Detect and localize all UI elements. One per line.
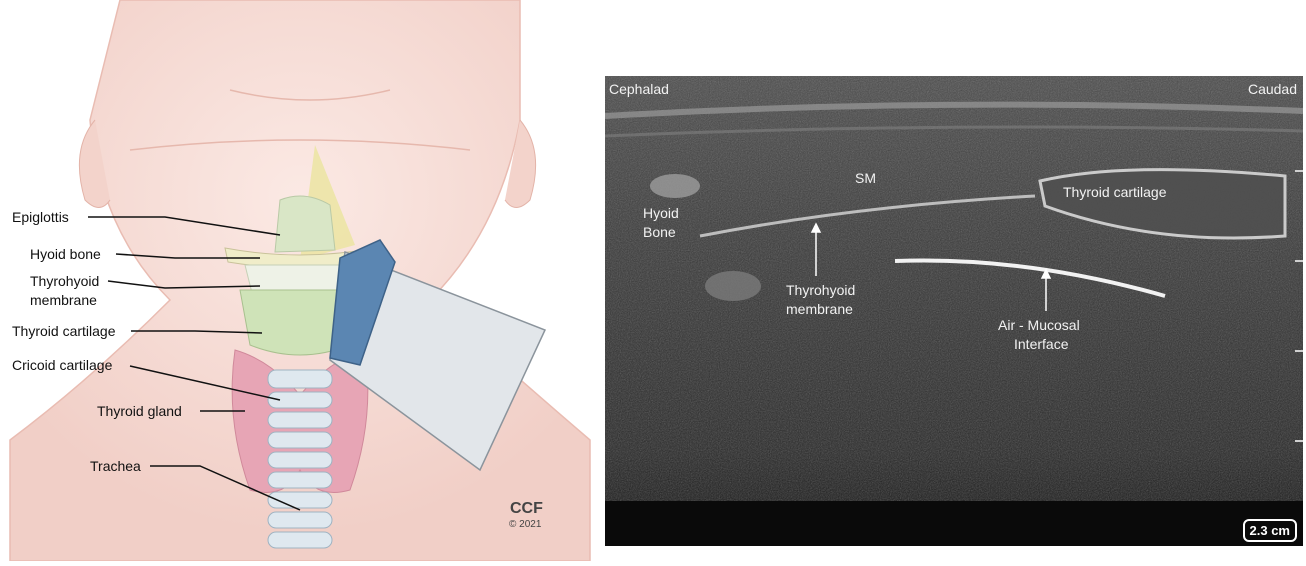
ultrasound-texture bbox=[605, 76, 1303, 546]
depth-scale-badge: 2.3 cm bbox=[1243, 519, 1297, 542]
label-us-thyrohyoid-line2: membrane bbox=[786, 301, 853, 317]
trachea-rings bbox=[268, 370, 332, 548]
ccf-copyright: © 2021 bbox=[509, 519, 541, 530]
orientation-cephalad: Cephalad bbox=[609, 81, 669, 97]
label-trachea: Trachea bbox=[90, 458, 141, 474]
hyoid-echo bbox=[650, 174, 700, 198]
ccf-logo: CCF bbox=[510, 500, 543, 518]
label-air-mucosal-line1: Air - Mucosal bbox=[998, 317, 1080, 333]
label-thyroid-gland: Thyroid gland bbox=[97, 403, 182, 419]
label-hyoid-bone: Hyoid bone bbox=[30, 246, 101, 262]
label-us-thyroid-cartilage: Thyroid cartilage bbox=[1063, 184, 1167, 200]
label-thyroid-cartilage: Thyroid cartilage bbox=[12, 323, 116, 339]
label-epiglottis: Epiglottis bbox=[12, 209, 69, 225]
neck-anatomy-illustration: Epiglottis Hyoid bone Thyrohyoid membran… bbox=[0, 0, 600, 561]
label-thyrohyoid-line1: Thyrohyoid bbox=[30, 273, 99, 289]
label-sm: SM bbox=[855, 170, 876, 186]
label-hyoid-line2: Bone bbox=[643, 224, 676, 240]
epiglottis-shape bbox=[275, 196, 335, 252]
label-cricoid-cartilage: Cricoid cartilage bbox=[12, 357, 112, 373]
ultrasound-image: Cephalad Caudad SM Thyroid cartilage Hyo… bbox=[605, 76, 1303, 546]
orientation-caudad: Caudad bbox=[1248, 81, 1297, 97]
label-us-thyrohyoid-line1: Thyrohyoid bbox=[786, 282, 855, 298]
label-hyoid-line1: Hyoid bbox=[643, 205, 679, 221]
label-thyrohyoid-line2: membrane bbox=[30, 292, 97, 308]
label-air-mucosal-line2: Interface bbox=[1014, 336, 1068, 352]
